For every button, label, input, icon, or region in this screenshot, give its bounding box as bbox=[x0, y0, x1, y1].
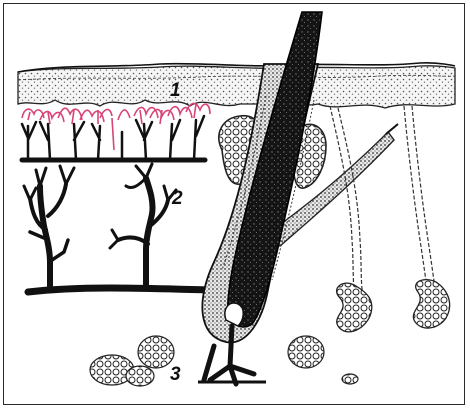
cell-clusters bbox=[90, 336, 358, 386]
dermal-vessel-network bbox=[24, 164, 210, 292]
sweat-gland-ducts bbox=[330, 106, 436, 300]
label-1: 1 bbox=[170, 80, 181, 101]
label-2: 2 bbox=[171, 188, 183, 209]
sweat-gland-coils bbox=[337, 280, 450, 332]
label-3: 3 bbox=[170, 364, 181, 385]
epidermis-layer bbox=[18, 63, 455, 108]
